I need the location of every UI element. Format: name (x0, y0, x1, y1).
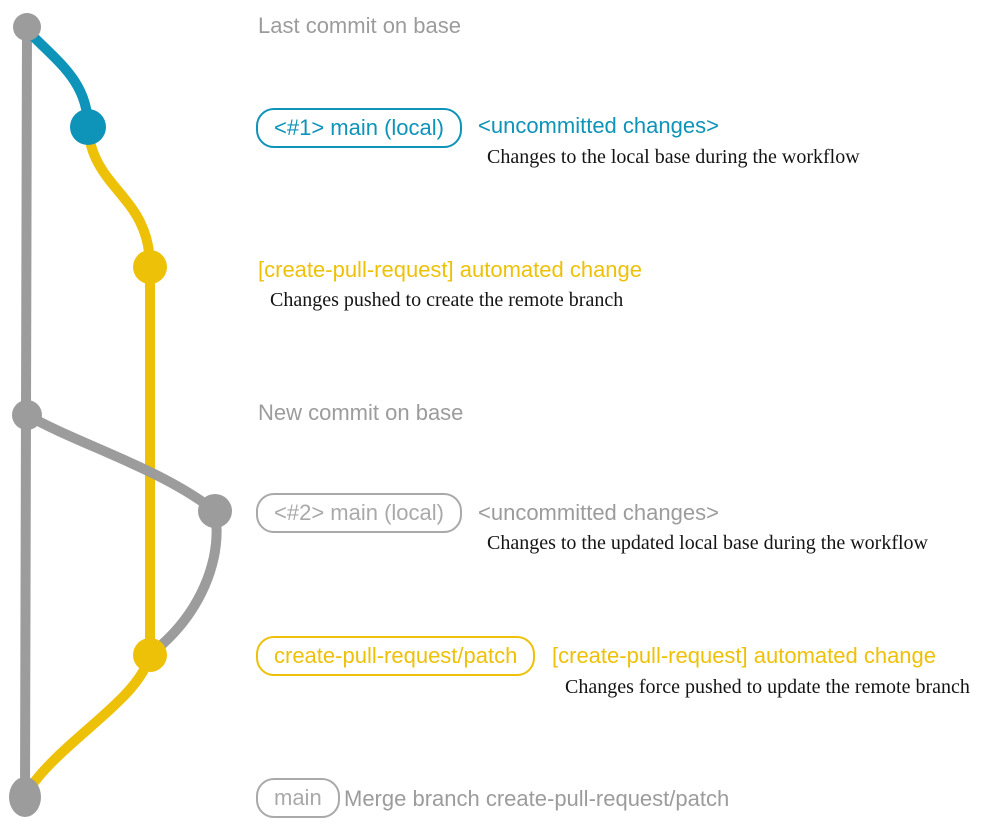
description-local-base-changes: Changes to the local base during the wor… (487, 146, 860, 168)
commit-dot-merge (9, 777, 41, 817)
branch-badge-main: main (256, 778, 340, 818)
branch-badge-main-local-2: <#2> main (local) (256, 493, 462, 533)
rebase-curve (147, 506, 222, 658)
annotation-last-commit-on-base: Last commit on base (258, 13, 461, 38)
commit-graph (9, 13, 232, 817)
description-updated-local-base-changes: Changes to the updated local base during… (487, 532, 928, 554)
annotation-automated-change-2: [create-pull-request] automated change (552, 643, 937, 668)
commit-dot-new-base (12, 400, 42, 430)
description-push-create-branch: Changes pushed to create the remote bran… (270, 289, 624, 311)
main-local-branch-curve-2 (22, 410, 220, 516)
commit-dot-main-local-1 (70, 109, 106, 145)
description-force-push-update-branch: Changes force pushed to update the remot… (565, 676, 970, 698)
patch-branch-curve-1 (83, 122, 155, 272)
annotation-uncommitted-changes-1: <uncommitted changes> (478, 113, 719, 138)
annotation-uncommitted-changes-2: <uncommitted changes> (478, 500, 719, 525)
branch-badge-create-pull-request-patch: create-pull-request/patch (256, 636, 536, 676)
commit-dot-last-base (13, 13, 41, 41)
commit-dot-automated-change-1 (133, 250, 167, 284)
commit-dot-main-local-2 (198, 494, 232, 528)
annotation-new-commit-on-base: New commit on base (258, 400, 464, 425)
annotation-merge-message: Merge branch create-pull-request/patch (344, 786, 730, 811)
annotation-automated-change-1: [create-pull-request] automated change (258, 257, 643, 282)
branch-badge-main-local-1: <#1> main (local) (256, 108, 462, 148)
commit-dot-automated-change-2 (133, 638, 167, 672)
merge-curve (20, 650, 155, 800)
